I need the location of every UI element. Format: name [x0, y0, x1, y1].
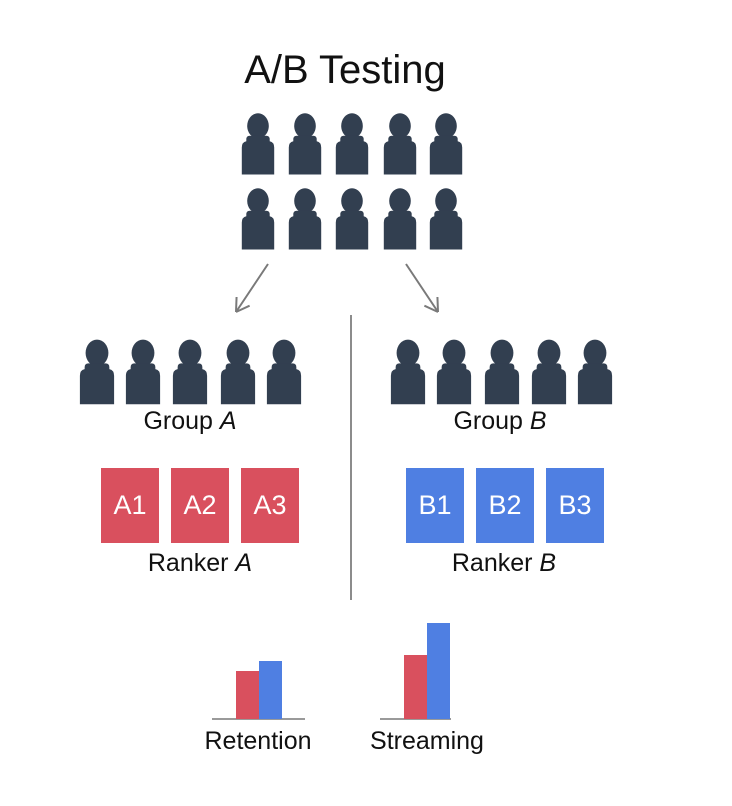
bar-streaming-a [404, 655, 427, 719]
person-icon [390, 339, 426, 405]
item-card-a1: A1 [101, 468, 159, 543]
person-icon [531, 339, 567, 405]
person-icon [436, 339, 472, 405]
person-icon [266, 339, 302, 405]
metric-label-streaming: Streaming [370, 727, 484, 755]
ranker-b-prefix: Ranker [451, 549, 540, 577]
item-card-a2: A2 [171, 468, 229, 543]
person-icon [383, 113, 417, 175]
item-card-b3: B3 [546, 468, 604, 543]
group-b-letter: B [529, 407, 547, 435]
person-icon [484, 339, 520, 405]
ranker-a-letter: A [235, 549, 253, 577]
ranker-a-label: Ranker A [100, 548, 300, 578]
person-icon [220, 339, 256, 405]
item-card-b1: B1 [406, 468, 464, 543]
arrow-down-right-icon [405, 263, 439, 313]
group-a-label: Group A [90, 406, 290, 436]
person-icon [383, 188, 417, 250]
person-icon [577, 339, 613, 405]
group-b-label: Group B [400, 406, 600, 436]
person-icon [125, 339, 161, 405]
item-card-a3: A3 [241, 468, 299, 543]
group-a-letter: A [219, 407, 237, 435]
person-icon [288, 113, 322, 175]
bar-retention-b [259, 661, 282, 719]
ranker-b-label: Ranker B [404, 548, 604, 578]
arrow-down-left-icon [235, 263, 269, 313]
person-icon [429, 113, 463, 175]
item-card-b2: B2 [476, 468, 534, 543]
metric-label-retention: Retention [204, 727, 312, 755]
person-icon [429, 188, 463, 250]
ranker-b-letter: B [539, 549, 557, 577]
page-title: A/B Testing [244, 48, 446, 92]
person-icon [335, 113, 369, 175]
bar-retention-a [236, 671, 259, 719]
person-icon [172, 339, 208, 405]
person-icon [241, 188, 275, 250]
bar-streaming-b [427, 623, 450, 719]
group-a-label-prefix: Group [143, 407, 220, 435]
group-b-label-prefix: Group [453, 407, 530, 435]
person-icon [79, 339, 115, 405]
ranker-a-prefix: Ranker [147, 549, 236, 577]
person-icon [335, 188, 369, 250]
person-icon [288, 188, 322, 250]
person-icon [241, 113, 275, 175]
